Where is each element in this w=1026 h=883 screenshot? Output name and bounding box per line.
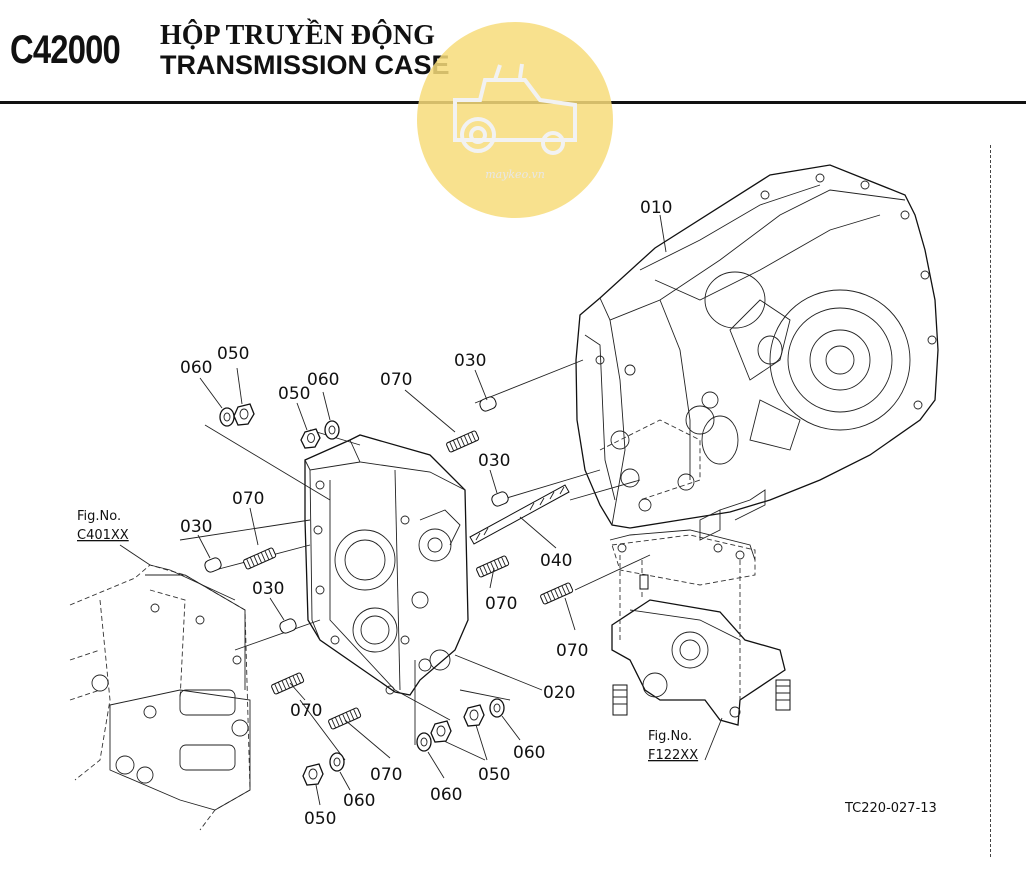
label-040: 040 (540, 551, 572, 571)
leader-020 (454, 654, 543, 691)
left-fig-label: Fig.No. (77, 509, 121, 524)
leader-030b (489, 469, 498, 494)
leader-060a (199, 377, 223, 409)
leader-060c (427, 751, 445, 779)
studs-070 (243, 430, 574, 730)
label-020: 020 (543, 683, 575, 703)
label-070f: 070 (370, 765, 402, 785)
watermark: maykeo.vn (417, 22, 613, 218)
transmission-case-010 (575, 164, 939, 541)
watermark-text: maykeo.vn (485, 168, 545, 181)
label-030b: 030 (478, 451, 510, 471)
label-010: 010 (640, 198, 672, 218)
leader-070f (344, 719, 391, 759)
leader-050b (296, 402, 308, 431)
left-fig-code: C401XX (77, 528, 129, 543)
label-070e: 070 (290, 701, 322, 721)
label-050d: 050 (304, 809, 336, 829)
leader-f122xx (704, 717, 723, 761)
leader-050d (315, 784, 321, 806)
stud-bolt-040 (469, 484, 570, 545)
title-vietnamese: HỘP TRUYỀN ĐỘNG (160, 20, 435, 51)
label-060e: 060 (343, 791, 375, 811)
leader-030a (474, 369, 488, 401)
leader-030d (269, 597, 285, 621)
label-050a: 050 (217, 344, 249, 364)
drawing-code: TC220-027-13 (844, 801, 937, 816)
leader-050c-b (475, 724, 488, 761)
label-070d: 070 (556, 641, 588, 661)
section-code: C42000 (10, 28, 121, 72)
leader-c401xx (119, 544, 151, 566)
leader-070b (249, 507, 259, 546)
label-070b: 070 (232, 489, 264, 509)
leader-010 (659, 214, 667, 253)
page-edge-dashed-line (990, 145, 991, 857)
label-070c: 070 (485, 594, 517, 614)
label-060c: 060 (430, 785, 462, 805)
front-housing-reference (69, 564, 251, 831)
nuts-050-and-washers-060 (219, 403, 505, 786)
leader-060e (339, 771, 351, 791)
label-030c: 030 (180, 517, 212, 537)
leader-030c (197, 534, 211, 559)
right-fig-code: F122XX (648, 748, 698, 763)
right-fig-label: Fig.No. (648, 729, 692, 744)
leader-050a (236, 367, 243, 405)
leader-070d (564, 597, 576, 631)
leader-040 (519, 516, 557, 549)
label-060d: 060 (513, 743, 545, 763)
leader-070a (404, 389, 456, 433)
label-030a: 030 (454, 351, 486, 371)
label-030d: 030 (252, 579, 284, 599)
leader-070e (289, 682, 306, 701)
assembly-axis-lines (179, 359, 651, 761)
leader-060d (501, 715, 521, 741)
dowel-pins-030 (204, 396, 509, 634)
label-070a: 070 (380, 370, 412, 390)
label-060b: 060 (307, 370, 339, 390)
spacer-case-020 (304, 434, 469, 696)
leader-060b (322, 391, 331, 421)
front-axle-support-reference (609, 529, 791, 726)
watermark-circle (417, 22, 613, 218)
leader-050c-a (443, 740, 486, 761)
label-060a: 060 (180, 358, 212, 378)
label-050b: 050 (278, 384, 310, 404)
tractor-icon (453, 63, 577, 155)
title-english: TRANSMISSION CASE (160, 50, 450, 80)
label-050c: 050 (478, 765, 510, 785)
leader-070c (489, 567, 495, 589)
